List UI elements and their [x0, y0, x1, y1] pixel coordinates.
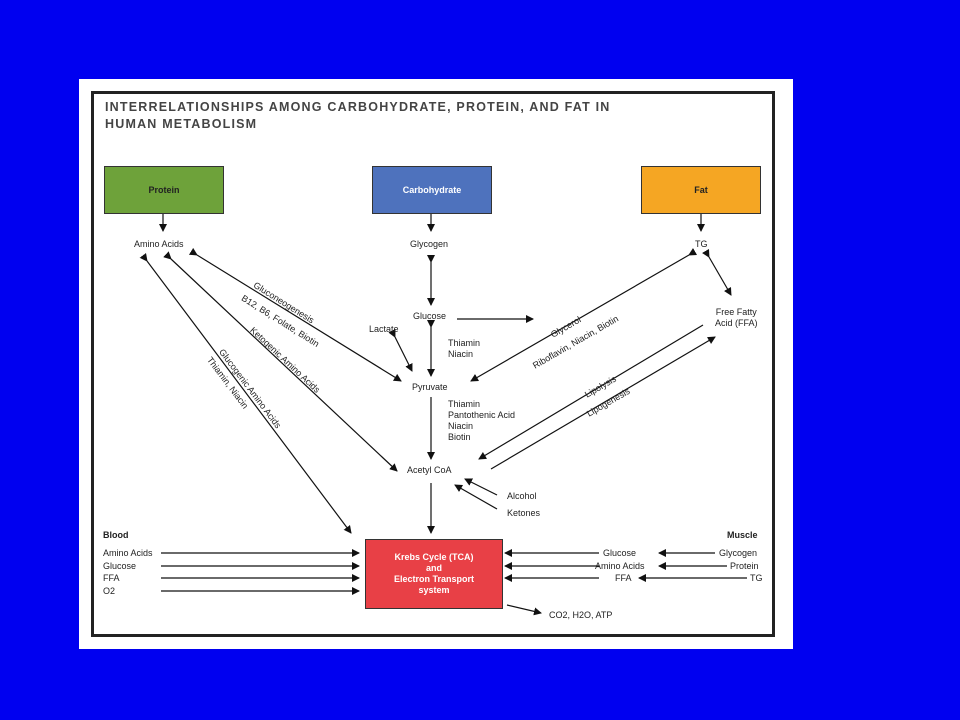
arrow-lipogenesis: [490, 336, 716, 470]
pyruvate-node: Pyruvate: [412, 382, 448, 392]
ketones-node: Ketones: [507, 508, 541, 518]
free-fatty-acid-node: Free Fatty Acid (FFA): [715, 307, 758, 329]
cofactor-thiamin: Thiamin: [448, 338, 481, 348]
arrow-lipolysis: [478, 324, 704, 460]
acetyl-coa-node: Acetyl CoA: [407, 465, 452, 475]
cofactor-biotin: Biotin: [448, 432, 471, 442]
krebs-line-4: system: [418, 585, 450, 595]
arrow-tg-ffa: [702, 248, 732, 296]
blood-o2: O2: [103, 586, 116, 596]
muscle-protein: Protein: [730, 561, 759, 571]
cofactor-thiamin-2: Thiamin: [448, 399, 481, 409]
muscle-amino-acids: Amino Acids: [595, 561, 645, 571]
blood-glucose: Glucose: [103, 561, 137, 571]
title-line-2: Human Metabolism: [105, 117, 258, 131]
carbohydrate-label: Carbohydrate: [402, 185, 462, 195]
muscle-glucose: Glucose: [603, 548, 637, 558]
glycogen-node: Glycogen: [410, 239, 449, 249]
krebs-cycle-box: Krebs Cycle (TCA) and Electron Transport…: [365, 539, 503, 609]
krebs-line-3: Electron Transport: [393, 574, 474, 584]
protein-box: Protein: [104, 166, 224, 214]
lactate-node: Lactate: [369, 324, 399, 334]
cofactors-pyruvate-acetyl: Thiamin Pantothenic Acid Niacin Biotin: [448, 399, 515, 443]
arrow-tg-pyruvate: [470, 248, 698, 382]
arrow-amino-krebs: [139, 253, 352, 534]
muscle-heading: Muscle: [727, 530, 758, 540]
tg-node: TG: [695, 239, 708, 249]
krebs-line-1: Krebs Cycle (TCA): [394, 552, 474, 562]
blood-amino-acids: Amino Acids: [103, 548, 153, 558]
ffa-line-2: Acid (FFA): [715, 318, 758, 328]
arrow-lactate-pyruvate: [388, 328, 413, 372]
title-line-1: Interrelationships Among Carbohydrate, P…: [105, 100, 611, 114]
blood-heading: Blood: [103, 530, 129, 540]
diagram-panel: Interrelationships Among Carbohydrate, P…: [79, 79, 793, 649]
diagram-title: Interrelationships Among Carbohydrate, P…: [105, 99, 665, 133]
cofactor-niacin: Niacin: [448, 349, 474, 359]
ffa-line-1: Free Fatty: [715, 307, 757, 317]
cofactor-niacin-2: Niacin: [448, 421, 474, 431]
krebs-line-2: and: [425, 563, 442, 573]
protein-label: Protein: [148, 185, 180, 195]
fat-box: Fat: [641, 166, 761, 214]
fat-label: Fat: [694, 185, 708, 195]
glucose-node: Glucose: [413, 311, 447, 321]
arrow-alcohol-acetyl: [464, 478, 498, 496]
muscle-tg: TG: [750, 573, 763, 583]
arrow-ketones-acetyl: [454, 484, 498, 510]
krebs-output: CO2, H2O, ATP: [549, 610, 613, 620]
cofactors-glucose-pyruvate: Thiamin Niacin: [448, 338, 480, 360]
muscle-glycogen: Glycogen: [719, 548, 758, 558]
pathway-arrows: [139, 214, 747, 616]
carbohydrate-box: Carbohydrate: [372, 166, 492, 214]
blood-ffa: FFA: [103, 573, 120, 583]
arrow-krebs-output: [506, 604, 542, 616]
cofactor-pantothenic: Pantothenic Acid: [448, 410, 516, 420]
diagram-frame: [91, 91, 775, 637]
amino-acids-node: Amino Acids: [134, 239, 184, 249]
alcohol-node: Alcohol: [507, 491, 537, 501]
muscle-ffa: FFA: [615, 573, 632, 583]
